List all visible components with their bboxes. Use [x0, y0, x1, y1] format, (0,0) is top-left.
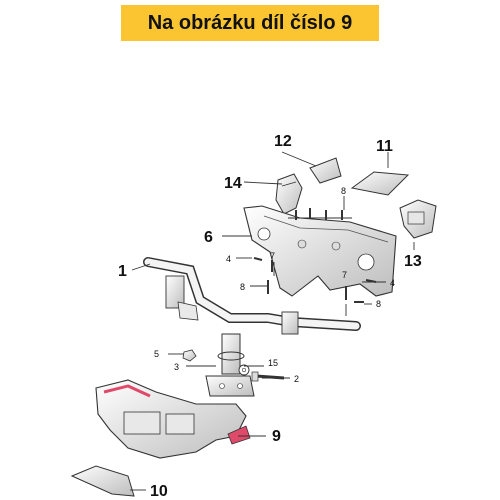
- label-part-15: 15: [268, 358, 278, 368]
- part-15-washer: [238, 364, 250, 376]
- part-11-panel: [350, 171, 410, 196]
- label-part-7-right: 7: [342, 270, 347, 280]
- label-part-9: 9: [272, 428, 281, 445]
- banner-text: Na obrázku díl číslo 9: [147, 11, 353, 34]
- part-1-handlebar: [143, 257, 361, 335]
- label-part-8-right: 8: [376, 299, 381, 309]
- part-13-switch-housing: [399, 199, 437, 239]
- label-part-5: 5: [154, 349, 159, 359]
- label-part-10: 10: [150, 483, 168, 500]
- part-5-nut: [182, 349, 197, 362]
- label-part-3: 3: [174, 362, 179, 372]
- part-14-switch-housing: [275, 173, 303, 215]
- leader-lines: [130, 151, 415, 491]
- label-part-11: 11: [376, 138, 393, 155]
- label-part-4-left: 4: [226, 254, 231, 264]
- label-part-8-left: 8: [240, 282, 245, 292]
- label-part-4-right: 4: [390, 278, 395, 288]
- part-number-banner: Na obrázku díl číslo 9: [121, 5, 379, 41]
- label-part-2: 2: [294, 374, 299, 384]
- label-part-13: 13: [404, 253, 422, 270]
- part-9-front-cover: [95, 379, 251, 459]
- label-part-1: 1: [118, 263, 127, 280]
- label-part-6: 6: [204, 229, 213, 246]
- label-part-14: 14: [224, 175, 242, 192]
- part-6-handlebar-cover: [243, 205, 397, 297]
- part-2-bolt: [251, 371, 285, 382]
- label-part-8-top: 8: [341, 186, 346, 196]
- label-part-12: 12: [274, 133, 292, 150]
- part-12-cover: [309, 157, 342, 184]
- part-10-lower-trim: [70, 465, 135, 497]
- part-3-steering-stem: [205, 333, 255, 397]
- label-part-7-left: 7: [270, 251, 275, 261]
